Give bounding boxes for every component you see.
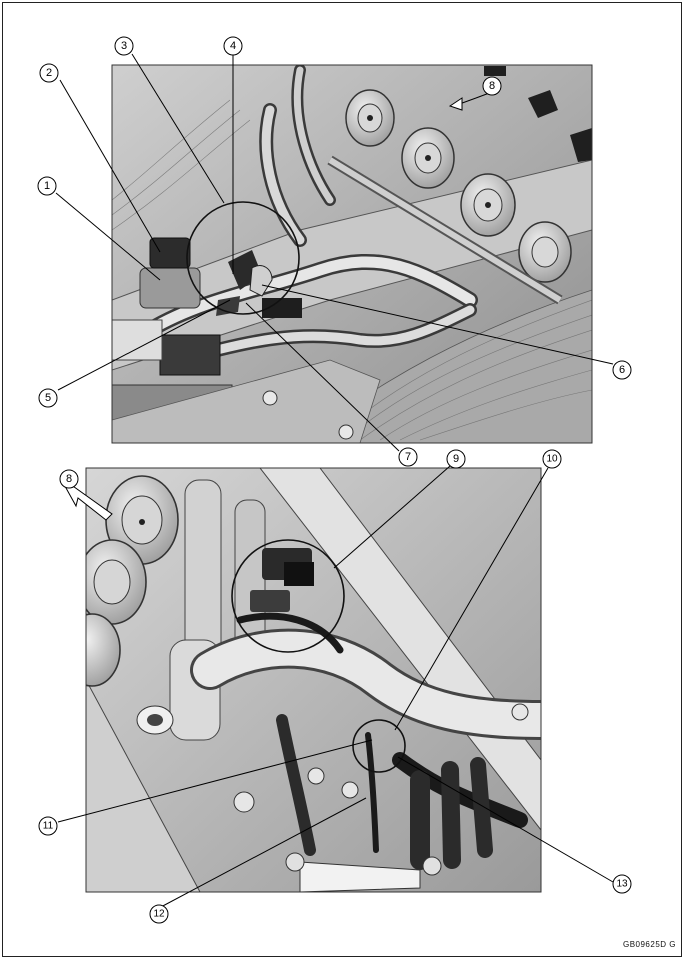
side-cover <box>86 679 201 892</box>
clamp-parts <box>216 250 302 318</box>
direction-arrow-top <box>448 97 477 111</box>
throttle-bodies-bottom <box>86 475 179 687</box>
detail-circle-top <box>186 201 300 315</box>
callout-1: 1 <box>44 180 50 192</box>
coolant-pipe <box>190 628 541 740</box>
callout-8-bottom: 8 <box>66 473 72 485</box>
connectors-top-right <box>484 66 592 162</box>
bolt <box>341 781 359 799</box>
bolt <box>511 703 529 721</box>
hoses-top <box>142 65 478 367</box>
callout-3: 3 <box>121 40 127 52</box>
bottom-illustration <box>86 468 541 892</box>
wire-hatching <box>112 99 592 441</box>
lower-frame <box>112 359 381 443</box>
callout-9: 9 <box>453 453 459 465</box>
top-panel-border <box>111 64 593 444</box>
callout-10: 10 <box>546 454 558 465</box>
top-illustration <box>112 65 592 443</box>
detail-circle-9 <box>231 539 345 653</box>
callout-11: 11 <box>43 821 54 832</box>
hoses-bottom <box>236 612 528 870</box>
callout-7: 7 <box>405 451 411 463</box>
callout-8-top: 8 <box>489 80 495 92</box>
throttle-bodies <box>345 89 572 283</box>
connector-bar <box>285 852 442 892</box>
bottom-panel-border <box>85 467 542 893</box>
callout-6: 6 <box>619 364 625 376</box>
callout-13: 13 <box>616 879 628 890</box>
callout-2: 2 <box>46 67 52 79</box>
callout-circles <box>37 36 632 924</box>
callout-4: 4 <box>230 40 236 52</box>
bolt <box>262 390 278 406</box>
leader-lines <box>55 53 614 909</box>
detail-circle-10 <box>352 719 406 773</box>
document-code: GB09625D G <box>622 940 676 949</box>
bolt <box>338 424 354 440</box>
callout-12: 12 <box>153 909 165 920</box>
bolt <box>233 791 255 813</box>
bolt <box>307 767 325 785</box>
connector-cluster <box>250 548 314 612</box>
callout-5: 5 <box>45 392 51 404</box>
